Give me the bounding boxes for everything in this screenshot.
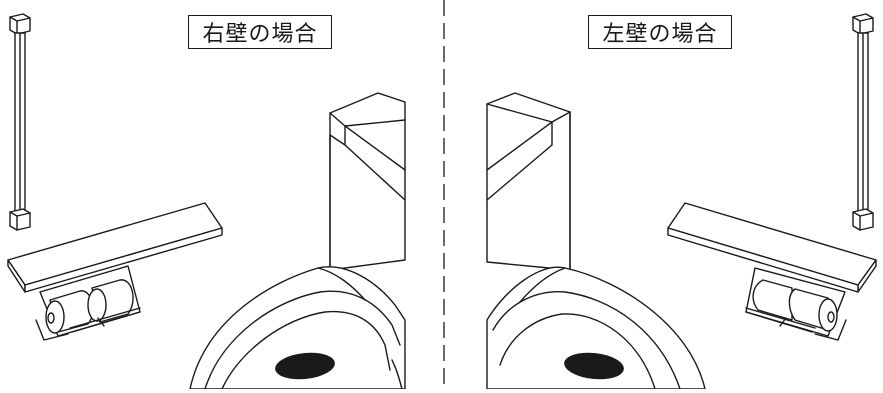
paper-holder-shelf-left <box>7 202 223 341</box>
grab-bar-left <box>9 13 31 231</box>
toilet-bowl-left <box>189 266 406 390</box>
bowl-hole-left <box>275 352 335 380</box>
left-scene <box>7 13 406 390</box>
toilet-tank-right <box>486 92 571 271</box>
left-wall-label: 左壁の場合 <box>588 15 732 49</box>
paper-holder-shelf-right <box>667 202 877 341</box>
right-scene <box>486 13 877 390</box>
toilet-tank-left <box>329 92 406 271</box>
grab-bar-right <box>852 13 874 231</box>
right-wall-label: 右壁の場合 <box>188 15 332 49</box>
bowl-hole-right <box>564 352 624 380</box>
toilet-bowl-right <box>486 266 706 390</box>
